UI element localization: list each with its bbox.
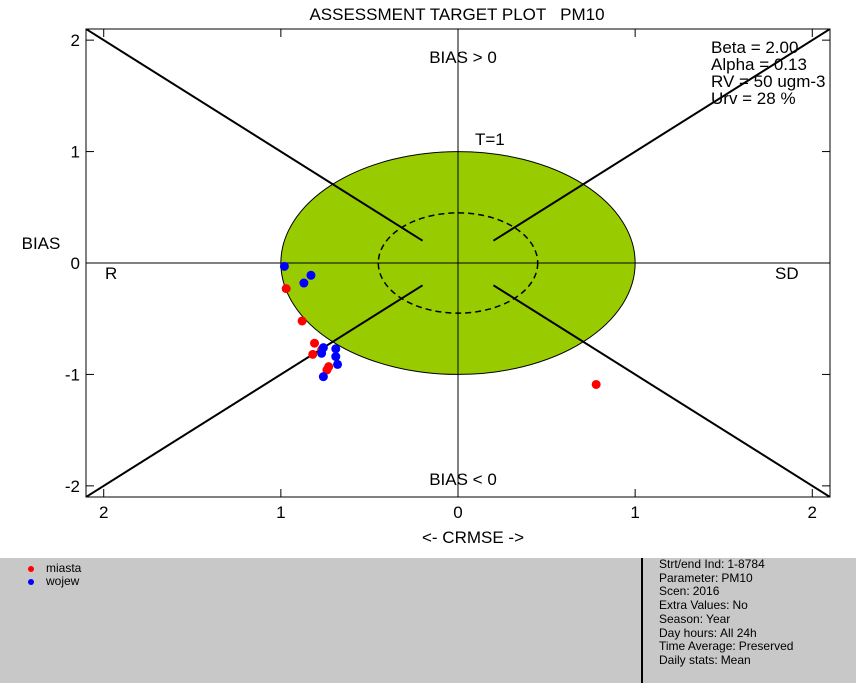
annotation-target: T=1 — [475, 130, 505, 149]
data-point-miasta — [322, 365, 332, 375]
data-point-miasta — [591, 379, 601, 389]
y-tick-label: -2 — [65, 477, 80, 496]
footer-divider — [641, 558, 643, 683]
diagonal-upper-left — [86, 29, 424, 242]
diagonal-lower-left — [86, 284, 424, 497]
info-time-average: Time Average:Preserved — [659, 639, 794, 654]
chart-title: ASSESSMENT TARGET PLOT PM10 — [309, 5, 604, 24]
y-tick-label: 2 — [71, 31, 80, 50]
info-scenario: Scen:2016 — [659, 584, 720, 599]
x-tick-label: 1 — [276, 503, 285, 522]
info-extra-values: Extra Values:No — [659, 598, 748, 613]
annotation-bias-negative: BIAS < 0 — [429, 470, 497, 489]
legend-item-wojew: wojew — [28, 575, 81, 588]
param-urv: Urv = 28 % — [711, 89, 796, 108]
target-plot: ASSESSMENT TARGET PLOT PM10 BIAS > 0 BIAS… — [22, 5, 831, 547]
diagonal-upper-right — [492, 29, 830, 242]
footer-panel: miasta wojew Strt/end Ind:1-8784 Paramet… — [0, 557, 856, 683]
x-tick-label: 2 — [99, 503, 108, 522]
data-point-wojew — [331, 344, 341, 354]
diagonal-lower-right — [492, 284, 830, 497]
data-point-miasta — [308, 349, 318, 359]
y-axis-label: BIAS — [22, 234, 61, 253]
data-point-miasta — [281, 284, 291, 294]
legend-label-wojew: wojew — [46, 574, 80, 588]
x-tick-label: 2 — [808, 503, 817, 522]
annotation-bias-positive: BIAS > 0 — [429, 48, 497, 67]
legend-label-miasta: miasta — [46, 561, 82, 575]
annotation-r: R — [105, 264, 117, 283]
params-box: Beta = 2.00 Alpha = 0.13 RV = 50 ugm-3 U… — [711, 38, 826, 108]
x-tick-label: 1 — [630, 503, 639, 522]
data-point-miasta — [310, 338, 320, 348]
y-tick-label: -1 — [65, 365, 80, 384]
data-point-wojew — [317, 348, 327, 358]
y-tick-label: 1 — [71, 143, 80, 162]
annotation-sd: SD — [775, 264, 799, 283]
data-point-wojew — [331, 352, 341, 362]
run-info: Strt/end Ind:1-8784 Parameter:PM10 Scen:… — [659, 557, 794, 668]
info-day-hours: Day hours:All 24h — [659, 625, 757, 640]
param-alpha: Alpha = 0.13 — [711, 55, 807, 74]
legend-marker-miasta — [28, 565, 34, 572]
data-point-wojew — [279, 261, 289, 271]
data-point-wojew — [333, 359, 343, 369]
legend: miasta wojew — [28, 562, 81, 588]
legend-item-miasta: miasta — [28, 562, 81, 575]
data-point-wojew — [299, 278, 309, 288]
param-rv: RV = 50 ugm-3 — [711, 72, 826, 91]
data-point-wojew — [318, 372, 328, 382]
y-tick-label: 0 — [71, 254, 80, 273]
info-season: Season:Year — [659, 611, 731, 626]
x-tick-label: 0 — [453, 503, 462, 522]
data-point-wojew — [306, 270, 316, 280]
x-axis-label: <- CRMSE -> — [422, 528, 524, 547]
info-parameter: Parameter:PM10 — [659, 570, 753, 585]
data-point-miasta — [297, 316, 307, 326]
legend-marker-wojew — [28, 578, 34, 585]
info-daily-stats: Daily stats:Mean — [659, 652, 751, 667]
param-beta: Beta = 2.00 — [711, 38, 798, 57]
info-start-end: Strt/end Ind:1-8784 — [659, 557, 765, 571]
